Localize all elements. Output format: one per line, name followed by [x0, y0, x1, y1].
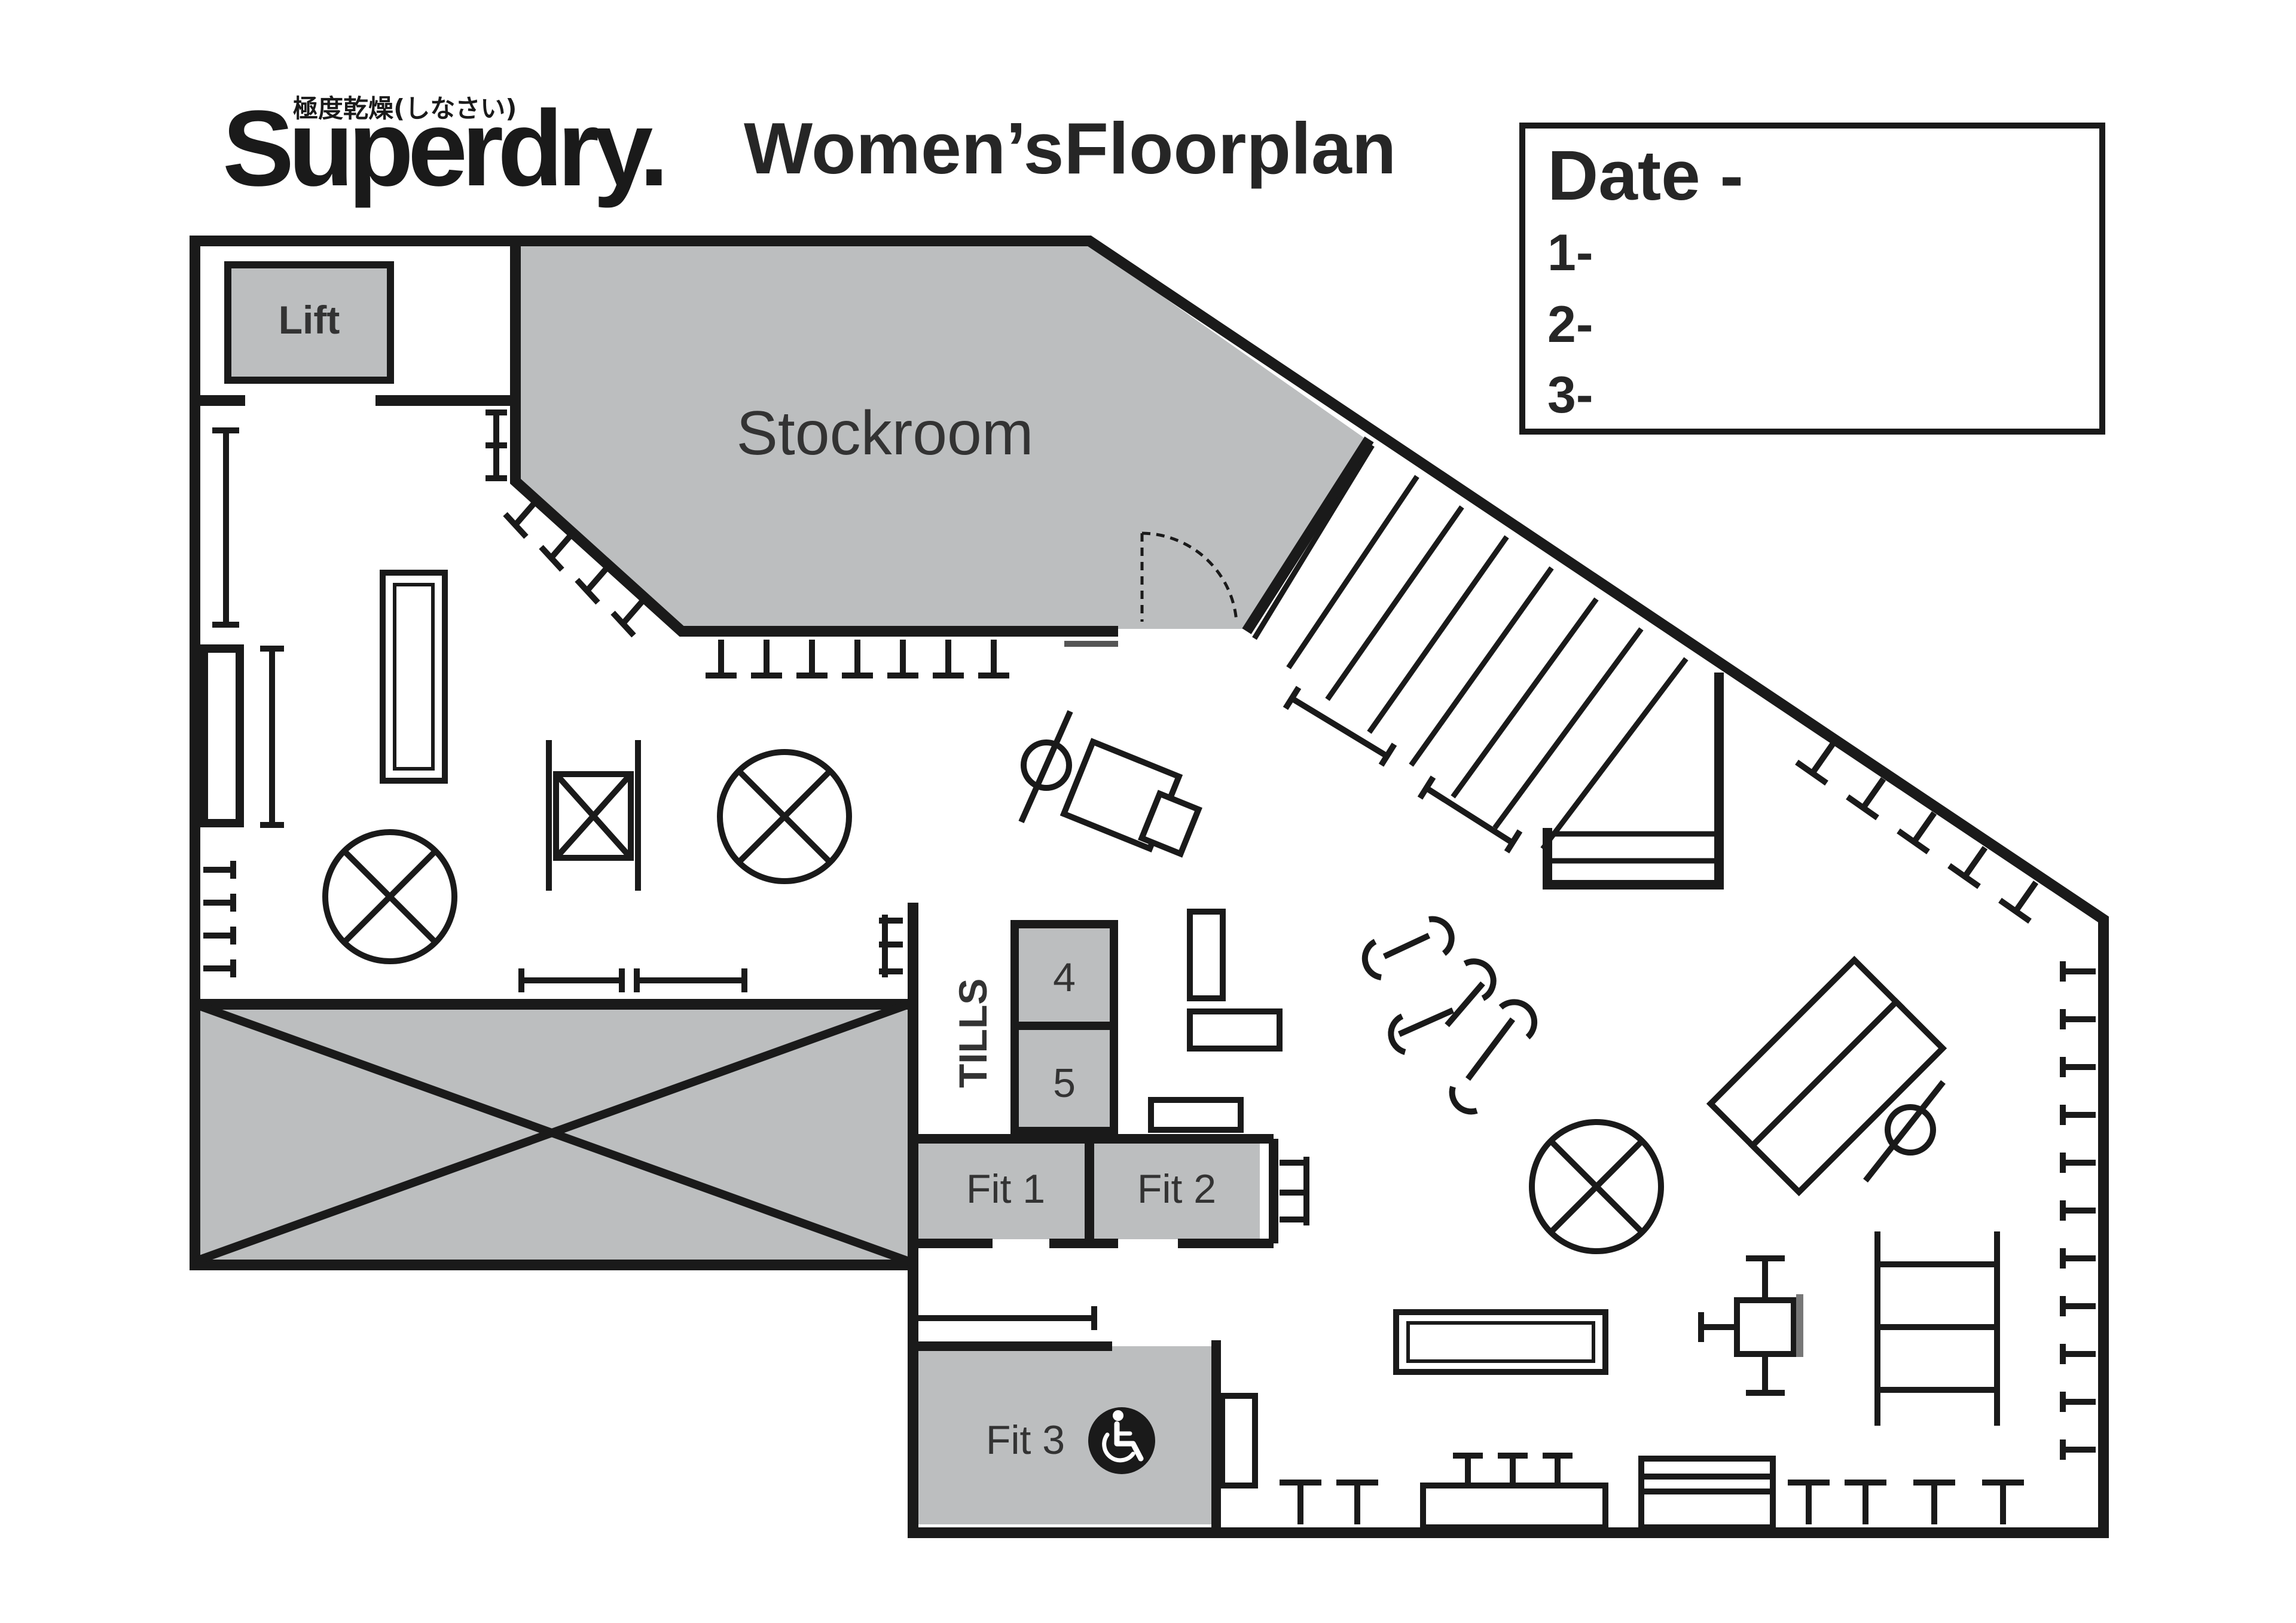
stockroom-door	[1140, 531, 1238, 622]
stockroom-label: Stockroom	[736, 399, 1033, 468]
date-line-2: 2-	[1547, 296, 1593, 353]
till-5	[1015, 1029, 1114, 1131]
furniture	[322, 570, 2000, 1530]
fit-1-room	[918, 1139, 1086, 1239]
mannequin-stand	[1018, 710, 1202, 858]
till-4	[1015, 924, 1114, 1025]
lift-label: Lift	[279, 298, 340, 342]
bottom-shelf	[1638, 1456, 1776, 1530]
staircase	[1252, 444, 1719, 864]
ladder-shelf	[1874, 1231, 2000, 1426]
brand-logo: Superdry.	[222, 88, 663, 209]
branch-rail	[1361, 916, 1538, 1115]
display-table-left	[380, 570, 448, 784]
fit3-bench	[1219, 1393, 1258, 1488]
logo-subtext: 極度乾燥(しなさい)	[293, 94, 517, 123]
wheelchair-icon	[1088, 1407, 1155, 1474]
mannequin-cross	[1698, 1255, 1803, 1396]
fit-1-label: Fit 1	[966, 1166, 1045, 1212]
walls	[190, 236, 2109, 1538]
date-box: Date - 1- 2- 3-	[1519, 123, 2105, 435]
small-display-1	[1187, 909, 1226, 1001]
till-4-label: 4	[1053, 955, 1076, 1000]
date-heading: Date -	[1547, 136, 1744, 215]
cross-rack	[546, 740, 641, 891]
till-5-label: 5	[1053, 1060, 1076, 1106]
bench-fit2	[1148, 1097, 1244, 1133]
fit-2-label: Fit 2	[1137, 1166, 1216, 1212]
small-display-2	[1187, 1008, 1283, 1052]
mannequin-right	[1863, 1080, 1946, 1183]
round-table-3	[1529, 1119, 1664, 1254]
grey-rooms	[199, 245, 1366, 1524]
wall-fixtures	[203, 409, 2096, 1524]
page-title: Women’sFloorplan	[744, 108, 1396, 189]
round-table-1	[322, 829, 457, 964]
stockroom-area	[515, 245, 1366, 629]
date-line-3: 3-	[1547, 366, 1593, 424]
diagonal-table-2	[1748, 997, 1947, 1197]
fit-3-room	[918, 1346, 1215, 1524]
bottom-counter	[1420, 1483, 1608, 1530]
fit-3-label: Fit 3	[986, 1417, 1065, 1463]
lift-car	[224, 261, 394, 384]
outer-wall	[190, 236, 2109, 1538]
tills-label: TILLS	[951, 979, 995, 1088]
fit-2-room	[1091, 1139, 1260, 1239]
date-line-1: 1-	[1547, 224, 1593, 282]
round-table-2	[717, 749, 852, 884]
